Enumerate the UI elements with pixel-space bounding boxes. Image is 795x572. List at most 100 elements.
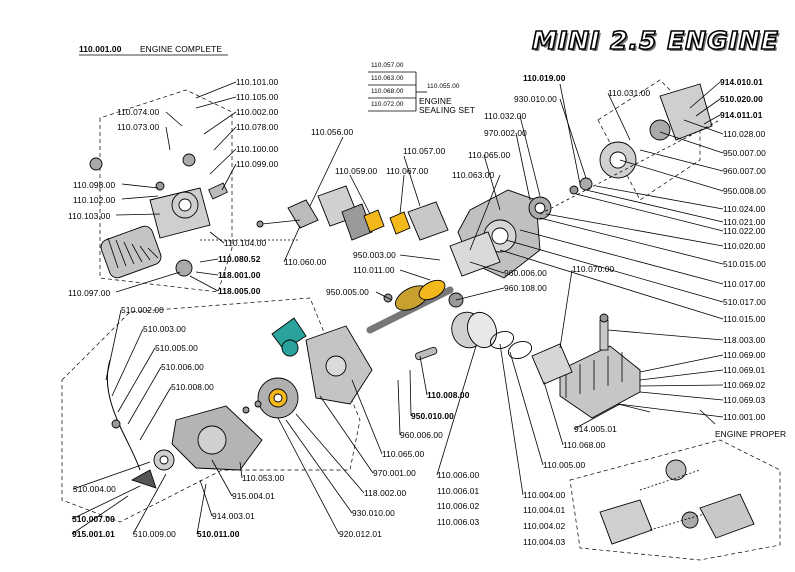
part-label-110-105-00: 110.105.00: [236, 92, 279, 102]
leader-line: [455, 287, 505, 301]
leader-line: [165, 111, 183, 127]
screw: [254, 400, 262, 408]
clutch-group-outline: [597, 79, 701, 201]
part-label-118-003-00: 118.003.00: [723, 335, 766, 345]
sealing-set-part: 110.068.00: [371, 88, 404, 95]
starter-pawl: [131, 469, 157, 489]
clutch-cover: [659, 83, 713, 141]
engine-proper-axis: [639, 469, 701, 491]
leader-line: [211, 459, 233, 497]
front-bearing-seat: [325, 355, 347, 377]
leader-line: [639, 149, 724, 172]
part-label-960-007-00: 960.007.00: [723, 166, 766, 176]
ignition-module: [281, 339, 299, 357]
leader-line: [575, 193, 724, 232]
part-label-110-104-00: 110.104.00: [224, 238, 267, 248]
part-label-110-070-00: 110.070.00: [572, 264, 615, 274]
leader-line: [295, 413, 365, 494]
leader-line: [209, 148, 237, 175]
leader-line: [699, 409, 716, 425]
leader-line: [559, 269, 573, 349]
leader-line: [505, 239, 724, 303]
leader-line: [399, 254, 441, 261]
leader-line: [351, 379, 383, 455]
leader-line: [639, 354, 724, 373]
nut: [569, 185, 579, 195]
leader-line: [499, 343, 524, 496]
leader-line: [127, 366, 162, 425]
air-filter-rib: [139, 245, 151, 261]
air-filter-rib: [123, 241, 135, 265]
leader-line: [121, 183, 159, 189]
leader-line: [509, 351, 544, 466]
engine-proper-clutch: [665, 459, 687, 481]
part-label-510-005-00: 510.005.00: [155, 343, 198, 353]
part-label-950-008-00: 950.008.00: [723, 186, 766, 196]
part-label-970-001-00: 970.001.00: [373, 468, 416, 478]
leader-line: [703, 114, 721, 125]
leader-line: [689, 81, 721, 109]
part-label-914-005-01: 914.005.01: [574, 424, 617, 434]
part-label-510-009-00: 510.009.00: [133, 529, 176, 539]
ignition-coil: [271, 317, 307, 351]
part-label-110-006-01: 110.006.01: [437, 486, 480, 496]
part-label-110-102-00: 110.102.00: [73, 195, 116, 205]
bearing-inner: [534, 202, 546, 214]
piston-ring: [489, 330, 515, 350]
engine-proper-cylinder: [699, 493, 755, 539]
leader-line: [375, 291, 393, 301]
spark-plug: [599, 319, 609, 351]
leader-line: [543, 381, 564, 446]
screw: [155, 181, 165, 191]
part-label-110-063-00: 110.063.00: [452, 170, 495, 180]
air-filter-rib: [115, 239, 127, 267]
leader-line: [469, 174, 501, 251]
air-filter-rib: [131, 243, 143, 263]
part-label-110-069-01: 110.069.01: [723, 365, 766, 375]
part-label-915-001-01: 915.001.01: [72, 529, 115, 539]
leader-line: [203, 111, 237, 135]
shaft-centerline: [539, 119, 721, 215]
part-label-110-032-00: 110.032.00: [484, 111, 527, 121]
header-part-number: 110.001.00: [79, 44, 122, 54]
leader-line: [349, 174, 371, 215]
part-label-510-017-00: 510.017.00: [723, 297, 766, 307]
piston-top: [467, 311, 497, 349]
part-label-110-103-00: 110.103.00: [68, 211, 111, 221]
part-label-110-022-00: 110.022.00: [723, 226, 766, 236]
part-label-510-006-00: 510.006.00: [161, 362, 204, 372]
leader-line: [199, 479, 213, 517]
part-label-914-011-01: 914.011.01: [720, 110, 763, 120]
leader-line: [209, 231, 225, 244]
leader-line: [399, 269, 431, 281]
part-label-510-002-00: 510.002.00: [121, 305, 164, 315]
leader-line: [607, 329, 724, 341]
screw: [242, 406, 250, 414]
leader-line: [132, 473, 167, 535]
part-label-110-101-00: 110.101.00: [236, 77, 279, 87]
part-label-110-053-00: 110.053.00: [242, 473, 285, 483]
reed-block: [341, 203, 373, 241]
leader-line: [499, 249, 724, 320]
part-label-110-006-02: 110.006.02: [437, 501, 480, 511]
part-label-110-008-00: 110.008.00: [427, 390, 470, 400]
leader-line: [519, 115, 541, 197]
cylinder-gasket: [531, 343, 573, 385]
part-label-920-012-01: 920.012.01: [339, 529, 382, 539]
engine-proper-crankcase: [599, 499, 653, 545]
leader-line: [139, 386, 172, 441]
piston-ring: [507, 340, 533, 360]
leader-line: [111, 328, 144, 397]
clutch-drum-inner: [609, 151, 627, 169]
sealing-set-number: 110.055.00: [427, 83, 460, 90]
leader-line: [195, 81, 237, 99]
part-label-510-004-00: 510.004.00: [73, 484, 116, 494]
carburetor-group-outline: [99, 89, 233, 293]
leader-line: [659, 131, 724, 154]
part-label-110-098-00: 110.098.00: [73, 180, 116, 190]
part-label-110-002-00: 110.002.00: [236, 107, 279, 117]
part-label-110-005-00: 110.005.00: [543, 460, 586, 470]
air-filter-housing: [100, 225, 162, 279]
part-label-914-010-01: 914.010.01: [720, 77, 763, 87]
